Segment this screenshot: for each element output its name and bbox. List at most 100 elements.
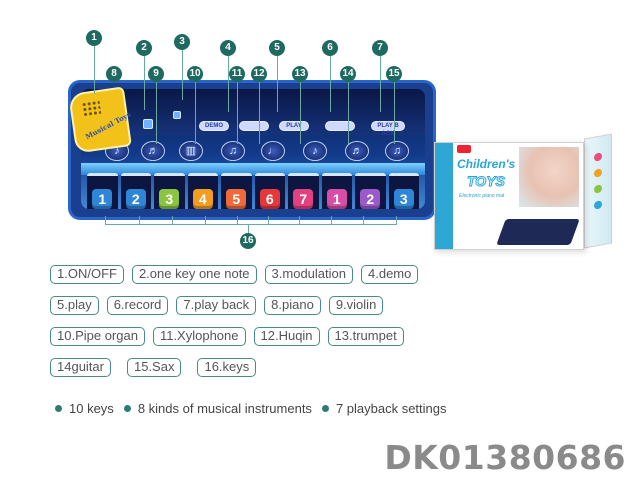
feature-dot-icon (594, 152, 602, 162)
callout-leader (380, 56, 381, 112)
legend-tag: 15.Sax (126, 358, 182, 377)
callout-16: 16 (240, 233, 256, 249)
bracket-tick (396, 216, 397, 224)
feature-list: 10 keys 8 kinds of musical instruments 7… (55, 401, 447, 416)
legend-tag: 9.violin (328, 296, 384, 315)
legend-tag: 7.play back (176, 296, 257, 315)
key-number: 6 (259, 189, 280, 209)
key: 3 (388, 173, 419, 209)
legend-row: 14guitar 15.Sax 16.keys (50, 358, 490, 377)
mat-surface: DEMO PLAY PLAY B ACK ♪ ♬ ▥ ♫ ♩ ♪ ♬ ♫ 1 2 (81, 89, 425, 209)
callout-leader (248, 225, 249, 233)
feature-text: 8 kinds of musical instruments (137, 401, 312, 416)
feature-dot-icon (594, 200, 602, 210)
legend-row: 5.play 6.record 7.play back 8.piano 9.vi… (50, 296, 490, 315)
key: 7 (288, 173, 319, 209)
box-front: Children's TOYS Electronic piano mat (434, 142, 584, 250)
callout-leader (144, 56, 145, 110)
feature-item: 10 keys (55, 401, 114, 416)
legend-tag: 13.trumpet (327, 327, 404, 346)
callout-leader (94, 46, 95, 94)
callout-4: 4 (220, 40, 236, 56)
record-alt-button (325, 121, 355, 131)
bullet-icon (55, 405, 62, 412)
feature-dot-icon (594, 168, 602, 178)
legend-tag: 6.record (106, 296, 169, 315)
key: 1 (87, 173, 118, 209)
callout-leader (195, 82, 196, 144)
demo-button: DEMO (199, 121, 229, 131)
speaker-onoff: Musical Toys (68, 86, 132, 154)
product-illustration: DEMO PLAY PLAY B ACK ♪ ♬ ▥ ♫ ♩ ♪ ♬ ♫ 1 2 (0, 0, 440, 260)
key-number: 1 (92, 189, 113, 209)
callout-14: 14 (340, 66, 356, 82)
legend-tag: 3.modulation (264, 265, 353, 284)
packaging-box: Children's TOYS Electronic piano mat (434, 132, 612, 252)
callout-1: 1 (86, 30, 102, 46)
legend-row: 10.Pipe organ 11.Xylophone 12.Huqin 13.t… (50, 327, 490, 346)
callout-leader (182, 50, 183, 100)
bracket-tick (105, 216, 106, 224)
key: 4 (187, 173, 218, 209)
callout-5: 5 (269, 40, 285, 56)
legend-tag: 16.keys (197, 358, 257, 377)
piano-mat: DEMO PLAY PLAY B ACK ♪ ♬ ▥ ♫ ♩ ♪ ♬ ♫ 1 2 (68, 80, 436, 220)
trumpet-icon: ♪ (303, 141, 327, 161)
callout-leader (348, 82, 349, 144)
legend-row: 1.ON/OFF 2.one key one note 3.modulation… (50, 265, 490, 284)
key: 6 (254, 173, 285, 209)
water-splash-decoration (81, 163, 425, 175)
feature-text: 10 keys (69, 401, 114, 416)
legend-tag: 10.Pipe organ (50, 327, 145, 346)
box-side (584, 133, 612, 249)
legend-tag: 14guitar (50, 358, 111, 377)
brand-logo-icon (457, 145, 471, 153)
bracket-tick (139, 216, 140, 224)
xylophone-icon: ♫ (221, 141, 245, 161)
violin-icon: ♬ (141, 141, 165, 161)
modulation-button (173, 111, 181, 119)
pipe-organ-icon: ▥ (179, 141, 203, 161)
callout-leader (330, 56, 331, 112)
callout-12: 12 (251, 66, 267, 82)
bracket-tick (299, 216, 300, 224)
feature-item: 8 kinds of musical instruments (123, 401, 312, 416)
callout-10: 10 (187, 66, 203, 82)
callout-leader (228, 56, 229, 112)
callout-leader (394, 82, 395, 144)
key: 2 (120, 173, 151, 209)
play-back-button: PLAY B ACK (371, 121, 405, 137)
bracket-tick (331, 216, 332, 224)
callout-leader (237, 82, 238, 144)
bracket-tick (268, 216, 269, 224)
callout-11: 11 (229, 66, 245, 82)
callout-8: 8 (106, 66, 122, 82)
legend-tag: 1.ON/OFF (50, 265, 124, 284)
key-number: 2 (125, 189, 146, 209)
guitar-icon: ♬ (345, 141, 369, 161)
child-photo (519, 147, 579, 207)
instrument-row: ♪ ♬ ▥ ♫ ♩ ♪ ♬ ♫ (81, 135, 425, 167)
product-code: DK01380686 (384, 438, 626, 477)
callout-leader (259, 82, 260, 144)
key: 3 (154, 173, 185, 209)
callout-leader (156, 82, 157, 144)
callout-2: 2 (136, 40, 152, 56)
box-side-icons (589, 151, 607, 218)
keys-bracket (105, 224, 397, 225)
callout-13: 13 (292, 66, 308, 82)
function-legend: 1.ON/OFF 2.one key one note 3.modulation… (50, 265, 490, 389)
callout-6: 6 (322, 40, 338, 56)
callout-15: 15 (386, 66, 402, 82)
key: 5 (221, 173, 252, 209)
bracket-tick (363, 216, 364, 224)
legend-tag: 8.piano (264, 296, 321, 315)
speaker-grille-icon (81, 99, 102, 117)
callout-leader (300, 82, 301, 144)
huqin-icon: ♩ (261, 141, 285, 161)
callout-leader (277, 56, 278, 112)
legend-tag: 4.demo (361, 265, 419, 284)
key-number: 1 (326, 189, 347, 209)
key-number: 4 (192, 189, 213, 209)
box-title: Children's (457, 157, 516, 171)
